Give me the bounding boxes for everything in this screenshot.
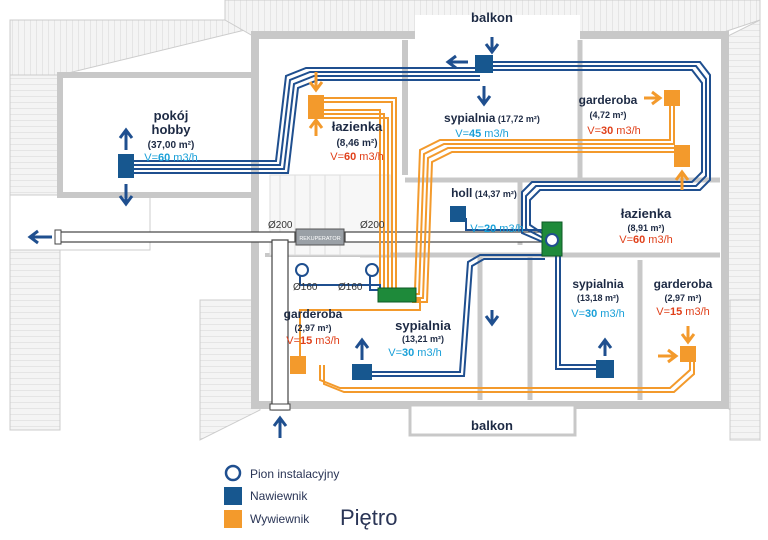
room-lazienka-2: łazienka (8,91 m²) V=60 m3/h: [619, 206, 673, 246]
room-garderoba-2: garderoba (2,97 m²) V=15 m3/h: [284, 307, 343, 347]
supply-square-icon: [224, 487, 242, 505]
room-pokoj-hobby: pokój hobby (37,00 m²) V=60 m3/h: [144, 108, 198, 164]
room-flow: V=15 m3/h: [656, 306, 710, 318]
diameter-label: Ø200: [360, 220, 385, 231]
exhaust-grille: [664, 90, 680, 106]
legend-label: Nawiewnik: [250, 489, 308, 503]
room-holl: holl (14,37 m²) V=20 m3/h: [451, 186, 524, 235]
room-flow: V=60 m3/h: [144, 152, 198, 164]
room-flow: V=30 m3/h: [571, 308, 625, 320]
supply-diffuser: [118, 154, 134, 178]
room-name: holl (14,37 m²): [451, 186, 517, 200]
room-area: (2,97 m²): [664, 293, 701, 303]
room-sypialnia-1: sypialnia (17,72 m²) V=45 m3/h: [444, 111, 540, 140]
room-area: (13,21 m²): [402, 334, 444, 344]
room-name: sypialnia: [395, 318, 451, 333]
page-title: Piętro: [340, 505, 397, 530]
room-flow: V=30 m3/h: [388, 347, 442, 359]
room-name: garderoba: [654, 277, 713, 291]
balcony-top-label: balkon: [471, 10, 513, 25]
exhaust-grille: [308, 95, 324, 119]
exhaust-grille: [674, 145, 690, 167]
supply-diffuser: [596, 360, 614, 378]
room-garderoba-1: garderoba (4,72 m²) V=30 m3/h: [579, 93, 641, 137]
supply-diffuser: [450, 206, 466, 222]
room-name: łazienka: [621, 206, 672, 221]
supply-diffuser: [475, 55, 493, 73]
distribution-box: [377, 287, 417, 303]
exhaust-units: [290, 90, 696, 374]
legend: Pion instalacyjny Nawiewnik Wywiewnik Pi…: [224, 464, 397, 530]
distribution-boxes: [377, 221, 563, 303]
room-name: łazienka: [332, 119, 383, 134]
exhaust-grille: [680, 346, 696, 362]
legend-label: Wywiewnik: [250, 512, 310, 526]
room-area: (13,18 m²): [577, 293, 619, 303]
room-name: hobby: [152, 122, 192, 137]
main-ducts: [54, 229, 546, 411]
room-flow: V=30 m3/h: [587, 125, 641, 137]
diameter-label: Ø200: [268, 220, 293, 231]
room-area: (37,00 m²): [148, 140, 195, 151]
room-flow: V=45 m3/h: [455, 128, 509, 140]
riser-icon: [365, 263, 379, 277]
exhaust-grille: [290, 356, 306, 374]
room-garderoba-3: garderoba (2,97 m²) V=15 m3/h: [654, 277, 713, 318]
room-lazienka-1: łazienka (8,46 m²) V=60 m3/h: [330, 119, 384, 163]
room-area: (8,91 m²): [627, 223, 664, 233]
room-flow: V=60 m3/h: [619, 234, 673, 246]
room-name: sypialnia: [572, 277, 624, 291]
room-name: sypialnia (17,72 m²): [444, 111, 540, 125]
room-area: (2,97 m²): [294, 323, 331, 333]
room-area: (4,72 m²): [589, 110, 626, 120]
room-flow: V=20 m3/h: [470, 223, 524, 235]
recuperator: REKUPERATOR: [295, 228, 345, 246]
exhaust-square-icon: [224, 510, 242, 528]
flow-arrows: [27, 37, 696, 438]
diameter-labels: Ø200 Ø200 Ø160 Ø160: [268, 220, 385, 293]
room-flow: V=60 m3/h: [330, 151, 384, 163]
supply-diffuser: [352, 364, 372, 380]
room-name: pokój: [154, 108, 189, 123]
room-flow: V=15 m3/h: [286, 335, 340, 347]
recuperator-label: REKUPERATOR: [299, 236, 340, 242]
diameter-label: Ø160: [293, 282, 318, 293]
room-name: garderoba: [579, 93, 638, 107]
room-sypialnia-3: sypialnia (13,18 m²) V=30 m3/h: [571, 277, 625, 320]
room-area: (8,46 m²): [336, 138, 377, 149]
supply-pipes: [132, 61, 711, 377]
riser-icon: [295, 263, 309, 277]
balcony-bottom-label: balkon: [471, 418, 513, 433]
exhaust-pipes: [299, 97, 695, 393]
riser-circle-icon: [224, 464, 242, 482]
supply-units: [118, 55, 614, 380]
diameter-label: Ø160: [338, 282, 363, 293]
room-name: garderoba: [284, 307, 343, 321]
room-sypialnia-2: sypialnia (13,21 m²) V=30 m3/h: [388, 318, 451, 359]
legend-label: Pion instalacyjny: [250, 467, 339, 481]
